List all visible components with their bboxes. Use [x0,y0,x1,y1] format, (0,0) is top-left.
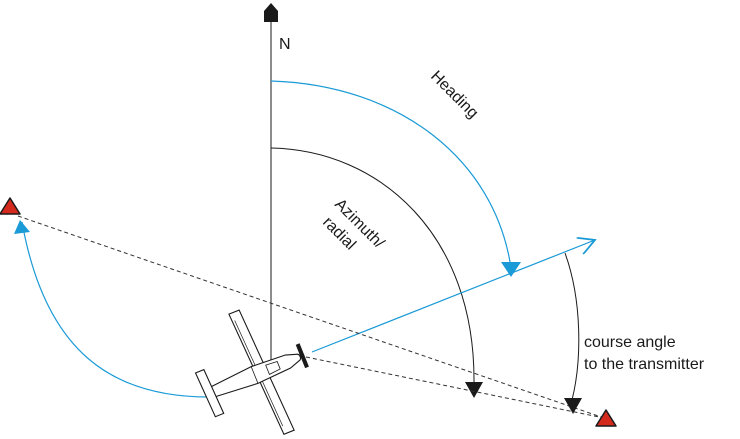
azimuth-arc-arrowhead [465,382,483,398]
course-angle-label-line2: to the transmitter [584,356,705,373]
azimuth-arc [270,147,475,383]
heading-line [311,240,595,353]
back-bearing-arrowhead [14,220,30,234]
north-label: N [279,36,291,53]
north-arrow-icon [264,3,278,22]
heading-arc [270,80,512,269]
triangle-transmitter-icon [0,197,21,215]
dashed-line-aircraft-to-transmitter [305,356,605,419]
course-angle-arc [564,252,580,401]
aircraft-icon [194,309,309,436]
dashed-line-transmitter-to-transmitter [17,215,605,419]
course-angle-arrowhead [564,398,582,414]
course-angle-label-line1: course angle [584,334,676,351]
back-bearing-arc [21,221,213,398]
heading-arc-arrowhead [501,262,521,277]
heading-label: Heading [427,68,481,122]
triangle-transmitter-icon [595,409,617,427]
